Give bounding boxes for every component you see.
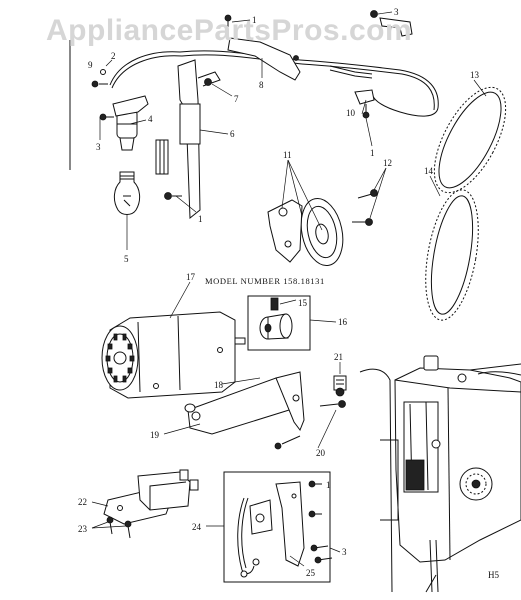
callout-16: 16	[338, 317, 348, 327]
callout-5: 5	[124, 254, 129, 264]
cable-clamp-10	[354, 89, 375, 105]
screw-12a	[370, 189, 378, 197]
set-screw-15	[270, 297, 279, 311]
callout-3: 3	[394, 7, 399, 17]
callout-15: 15	[298, 298, 308, 308]
screw-18	[338, 400, 346, 408]
callout-11: 11	[283, 150, 292, 160]
light-assembly	[91, 10, 439, 220]
callout-7: 7	[234, 94, 239, 104]
screw-3-top	[370, 10, 378, 18]
callout-1: 1	[252, 15, 257, 25]
motor-pulley-inset	[247, 295, 311, 351]
belt-14	[425, 189, 479, 321]
screw-1-inset-b	[308, 510, 316, 518]
screw-3-left	[99, 113, 107, 121]
callout-1: 1	[198, 214, 203, 224]
callout-21: 21	[334, 352, 343, 362]
screw-1-top	[224, 14, 232, 22]
screw-12b	[365, 218, 373, 226]
screw-9	[91, 80, 99, 88]
light-switch-inset	[223, 471, 331, 583]
top-bracket	[379, 17, 413, 37]
light-bulb-5	[113, 171, 141, 215]
callout-23: 23	[78, 524, 88, 534]
callout-25: 25	[306, 568, 316, 578]
callout-20: 20	[316, 448, 326, 458]
callout-1: 1	[326, 480, 331, 490]
screw-21	[333, 375, 347, 397]
screw-3-inset-b	[314, 556, 322, 564]
model-number-label: MODEL NUMBER 158.18131	[205, 276, 325, 286]
callout-9: 9	[88, 60, 93, 70]
bracket-25	[275, 481, 305, 567]
callout-12: 12	[383, 158, 392, 168]
screw-23a	[106, 516, 114, 524]
callout-13: 13	[470, 70, 480, 80]
pulley-assembly	[267, 189, 378, 267]
callout-22: 22	[78, 497, 87, 507]
callout-8: 8	[259, 80, 264, 90]
leader-lines	[91, 11, 487, 567]
screw-7	[204, 78, 212, 86]
callout-24: 24	[192, 522, 202, 532]
watermark: AppliancePartsPros.com	[46, 14, 413, 47]
callout-17: 17	[186, 272, 196, 282]
callout-1: 1	[370, 148, 375, 158]
callout-4: 4	[148, 114, 153, 124]
screw-20	[274, 442, 282, 450]
machine-head	[359, 355, 521, 593]
callout-2: 2	[111, 51, 116, 61]
pulley-bracket	[267, 199, 303, 263]
screw-23b	[124, 520, 132, 528]
page-code: H5	[488, 570, 499, 580]
screw-1-lower	[164, 192, 172, 200]
belt-13	[433, 86, 507, 194]
switch-22	[103, 469, 199, 525]
motor-17	[101, 311, 246, 399]
callout-14: 14	[424, 166, 434, 176]
screw-3-inset-a	[310, 544, 318, 552]
callout-18: 18	[214, 380, 224, 390]
callout-3: 3	[96, 142, 101, 152]
motor-bracket	[184, 371, 346, 450]
callout-6: 6	[230, 129, 235, 139]
callout-numbers: 1 3 2 3 4 5 6 7 8 9 10 1 1 11 12 13 14 1…	[78, 7, 480, 578]
bracket-8	[227, 37, 301, 81]
callout-19: 19	[150, 430, 160, 440]
screw-1-inset-a	[308, 480, 316, 488]
callout-3: 3	[342, 547, 347, 557]
callout-10: 10	[346, 108, 356, 118]
